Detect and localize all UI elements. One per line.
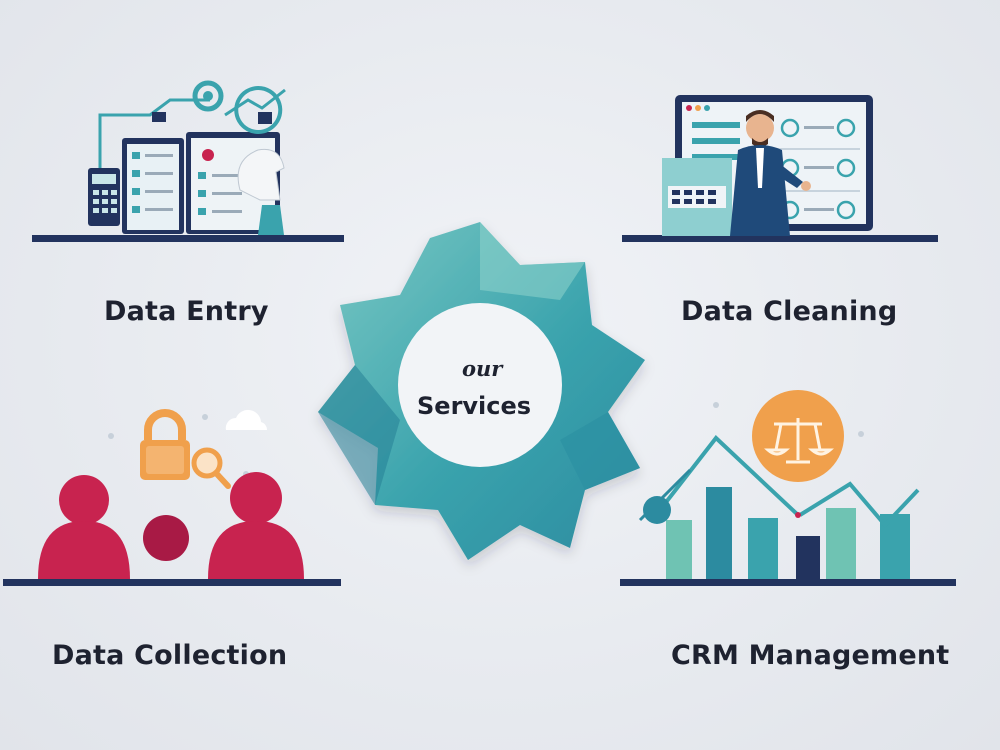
label-crm-management: CRM Management (671, 640, 950, 671)
data-entry-illustration (88, 80, 286, 235)
center-gear (318, 222, 645, 560)
shelf-data-collection (3, 579, 341, 586)
center-title-line1: our (462, 356, 503, 381)
label-data-cleaning: Data Cleaning (681, 296, 898, 327)
crm-illustration (638, 390, 920, 579)
label-data-entry: Data Entry (104, 296, 269, 327)
center-title-line2: Services (417, 392, 532, 420)
shelf-data-entry (32, 235, 344, 242)
shelf-data-cleaning (622, 235, 938, 242)
data-collection-illustration (38, 409, 304, 579)
shelf-crm (620, 579, 956, 586)
label-data-collection: Data Collection (52, 640, 288, 671)
data-cleaning-illustration (662, 95, 873, 236)
